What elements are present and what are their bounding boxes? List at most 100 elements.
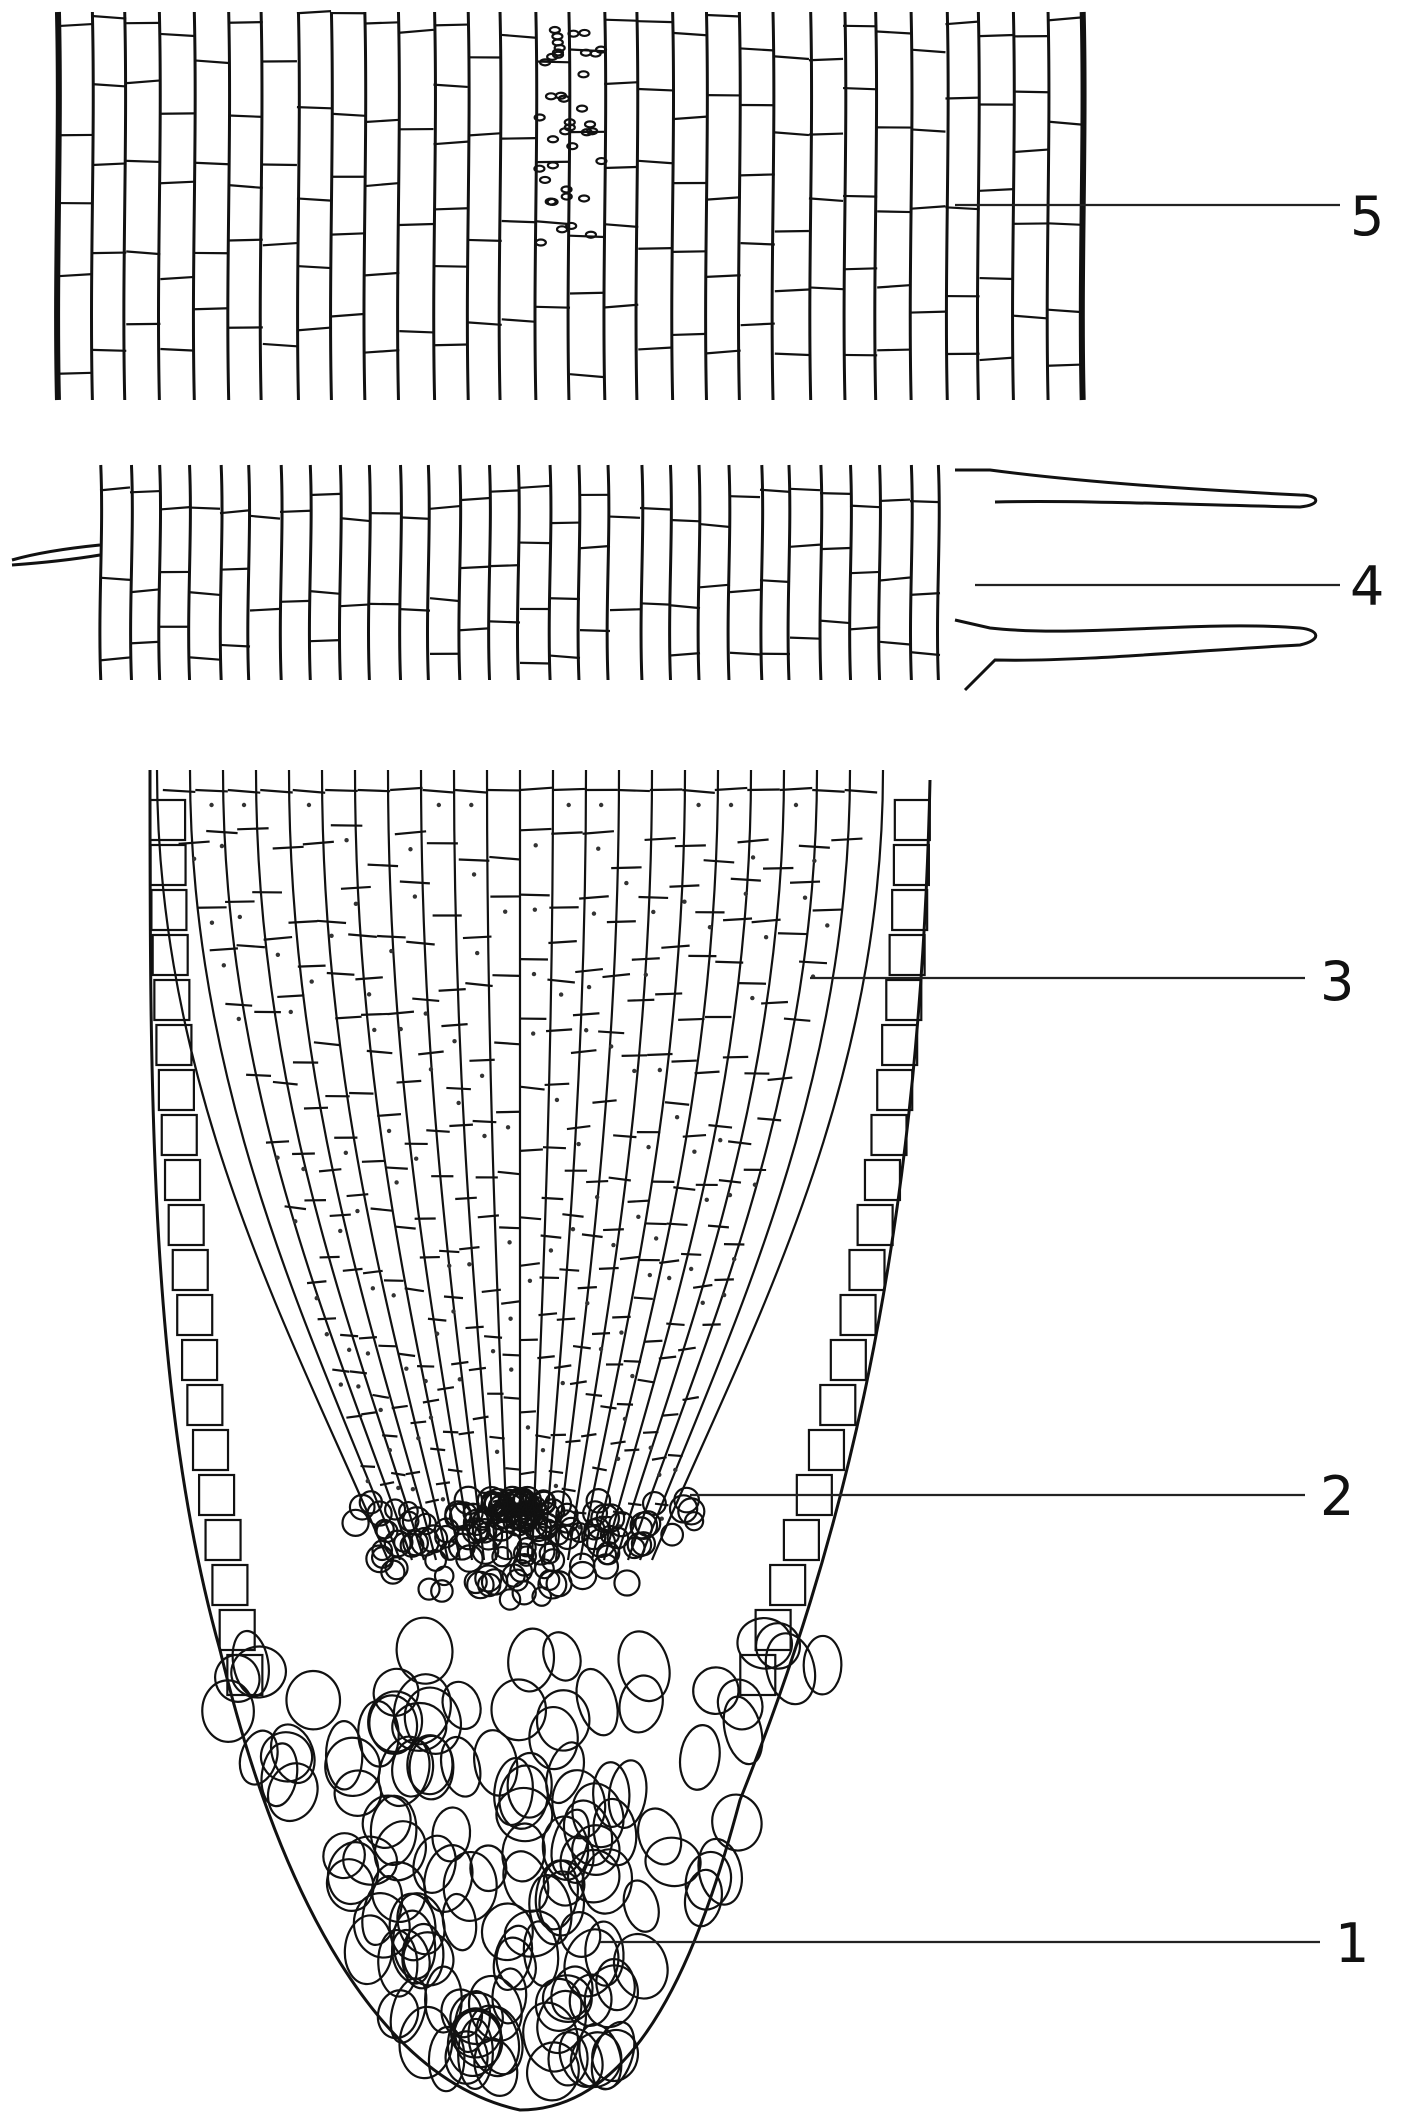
cell-cross-wall: [775, 231, 809, 232]
cortex-cell: [187, 1385, 222, 1425]
cell-cross-wall: [843, 26, 877, 27]
cell-cross-wall: [573, 1346, 591, 1348]
root-cap-cell: [803, 1636, 842, 1695]
cell-cross-wall: [611, 1442, 626, 1444]
cell-cross-wall: [809, 198, 843, 201]
cell-cross-wall: [570, 1381, 587, 1384]
cell-cross-wall: [331, 233, 365, 234]
cell-cross-wall: [603, 1229, 624, 1230]
cell-cross-wall: [670, 605, 700, 608]
cell-cross-wall: [460, 498, 490, 500]
nucleus: [424, 1011, 428, 1015]
cell-cross-wall: [610, 609, 640, 610]
cell-strip-middle: [100, 465, 940, 680]
cell-cross-wall: [1048, 223, 1082, 225]
nucleus: [289, 1010, 293, 1014]
cell-cross-wall: [335, 1017, 361, 1019]
cell-cross-wall: [365, 273, 399, 275]
cell-cross-wall: [707, 15, 741, 16]
cell-cross-wall: [355, 977, 382, 979]
cell-cross-wall: [554, 1365, 571, 1368]
cell-wall: [459, 465, 461, 680]
cell-cross-wall: [160, 182, 194, 184]
cell-cross-wall: [700, 524, 730, 527]
cell-cross-wall: [681, 1254, 701, 1255]
nucleus: [429, 1415, 433, 1419]
root-cap-cell: [516, 1996, 586, 2077]
cell-wall: [220, 465, 222, 680]
cell-wall: [260, 12, 262, 400]
cell-cross-wall: [520, 1149, 543, 1150]
meristem-cell: [425, 1550, 446, 1571]
nucleus: [648, 1273, 652, 1277]
cell-cross-wall: [380, 1482, 394, 1485]
nucleus: [366, 1351, 370, 1355]
section-zone-4: [12, 465, 1316, 690]
vessel-pit: [579, 71, 589, 77]
nucleus: [344, 838, 348, 842]
cell-cross-wall: [502, 35, 536, 38]
cell-cross-wall: [570, 374, 604, 377]
cell-cross-wall: [502, 221, 536, 222]
cell-cross-wall: [545, 1084, 570, 1085]
cortex-cell: [150, 800, 185, 840]
nucleus: [435, 1332, 439, 1336]
nucleus: [532, 972, 536, 976]
cell-cross-wall: [911, 312, 945, 313]
nucleus: [585, 1301, 589, 1305]
cell-cross-wall: [206, 831, 237, 833]
cell-cross-wall: [1014, 316, 1048, 319]
nucleus: [616, 1457, 620, 1461]
vessel-pit: [546, 93, 556, 99]
cell-wall: [578, 465, 580, 680]
cell-cross-wall: [640, 508, 670, 510]
cell-cross-wall: [850, 506, 880, 508]
cell-cross-wall: [277, 995, 304, 997]
cell-file: [487, 770, 508, 1560]
cell-cross-wall: [406, 1472, 420, 1474]
cell-cross-wall: [430, 1449, 445, 1451]
cell-cross-wall: [741, 174, 775, 175]
cell-cross-wall: [92, 163, 126, 165]
cell-wall: [910, 465, 912, 680]
cell-cross-wall: [160, 277, 194, 279]
cell-cross-wall: [1048, 365, 1082, 366]
cell-cross-wall: [877, 350, 911, 351]
cell-cross-wall: [327, 973, 355, 975]
cell-cross-wall: [460, 628, 490, 630]
cell-cross-wall: [130, 491, 160, 492]
cell-cross-wall: [542, 1198, 564, 1199]
cell-cross-wall: [638, 161, 672, 163]
cell-wall: [844, 12, 846, 400]
nucleus: [411, 1487, 415, 1491]
cell-cross-wall: [559, 1269, 579, 1270]
nucleus: [344, 1151, 348, 1155]
cell-cross-wall: [498, 1172, 520, 1174]
cell-cross-wall: [439, 989, 466, 991]
cell-cross-wall: [126, 251, 160, 254]
cortex-cell: [892, 890, 927, 930]
cell-cross-wall: [604, 20, 638, 21]
cell-cross-wall: [430, 598, 460, 601]
cell-cross-wall: [501, 1301, 520, 1303]
cell-cross-wall: [520, 1087, 545, 1090]
cell-cross-wall: [361, 1466, 375, 1467]
cell-cross-wall: [502, 319, 536, 321]
cell-cross-wall: [490, 621, 520, 622]
cell-cross-wall: [911, 50, 945, 53]
cell-cross-wall: [580, 546, 610, 548]
cell-cross-wall: [430, 506, 460, 509]
nucleus: [673, 1468, 677, 1472]
cell-cross-wall: [579, 896, 609, 898]
cell-wall: [339, 465, 341, 680]
cell-file: [604, 770, 751, 1560]
cell-cross-wall: [358, 790, 390, 791]
cortex-cell: [212, 1565, 247, 1605]
cell-cross-wall: [260, 790, 292, 792]
nucleus: [416, 1436, 420, 1440]
cell-wall: [875, 12, 877, 400]
cell-wall: [788, 465, 790, 680]
nucleus: [630, 1374, 634, 1378]
cell-cross-wall: [359, 1337, 377, 1338]
